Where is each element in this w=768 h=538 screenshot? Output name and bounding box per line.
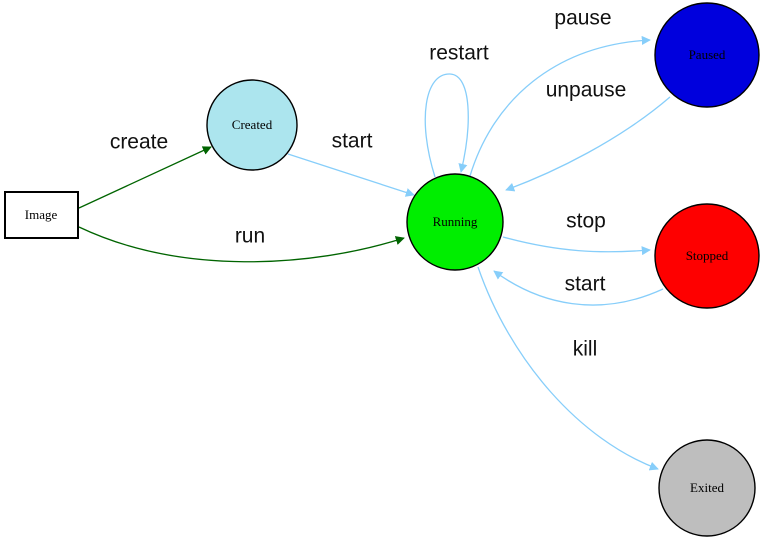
node-running[interactable]: Running	[406, 173, 504, 271]
node-running-label: Running	[433, 214, 478, 229]
node-image-shape	[4, 191, 79, 239]
node-stopped-label: Stopped	[686, 248, 729, 263]
node-created[interactable]: Created	[206, 79, 298, 171]
edge-pause-label: pause	[554, 7, 611, 30]
node-created-label: Created	[232, 117, 273, 132]
edge-create-path	[78, 146, 212, 209]
edge-run-path	[78, 226, 405, 263]
edge-restart-path	[424, 73, 469, 178]
edge-start-created[interactable]: start	[287, 130, 415, 197]
edge-start-stopped-path	[493, 270, 664, 306]
node-paused[interactable]: Paused	[654, 2, 760, 108]
nodes-layer: Image Created Running Paused Stopped	[4, 2, 760, 537]
node-exited-shape	[658, 439, 756, 537]
edge-kill-label: kill	[573, 338, 598, 361]
edge-stop-path	[502, 236, 651, 256]
edge-stop[interactable]: stop	[502, 210, 651, 256]
edge-unpause-label: unpause	[546, 79, 627, 102]
edge-pause-path	[469, 35, 651, 177]
edge-pause[interactable]: pause	[469, 7, 651, 177]
edge-run[interactable]: run	[78, 225, 405, 263]
edge-create-label: create	[110, 131, 168, 154]
edge-run-label: run	[235, 225, 265, 248]
node-stopped[interactable]: Stopped	[654, 203, 760, 309]
node-exited[interactable]: Exited	[658, 439, 756, 537]
edges-layer: create run start restart pause	[78, 7, 671, 471]
edge-kill-path	[477, 266, 659, 471]
edge-unpause-path	[505, 96, 671, 192]
node-image-label: Image	[25, 207, 58, 222]
edge-start-stopped[interactable]: start	[493, 270, 664, 306]
edge-restart[interactable]: restart	[424, 42, 489, 178]
node-exited-label: Exited	[690, 480, 724, 495]
edge-kill[interactable]: kill	[477, 266, 659, 471]
edge-create[interactable]: create	[78, 131, 212, 209]
node-running-shape	[406, 173, 504, 271]
edge-stop-label: stop	[566, 210, 606, 233]
node-paused-label: Paused	[689, 47, 726, 62]
edge-start-stopped-label: start	[565, 273, 606, 296]
node-stopped-shape	[654, 203, 760, 309]
node-paused-shape	[654, 2, 760, 108]
node-image[interactable]: Image	[4, 191, 79, 239]
edge-unpause[interactable]: unpause	[505, 79, 671, 192]
edge-start-created-path	[287, 153, 415, 197]
node-created-shape	[206, 79, 298, 171]
edge-restart-label: restart	[429, 42, 489, 65]
edge-start-created-label: start	[332, 130, 373, 153]
